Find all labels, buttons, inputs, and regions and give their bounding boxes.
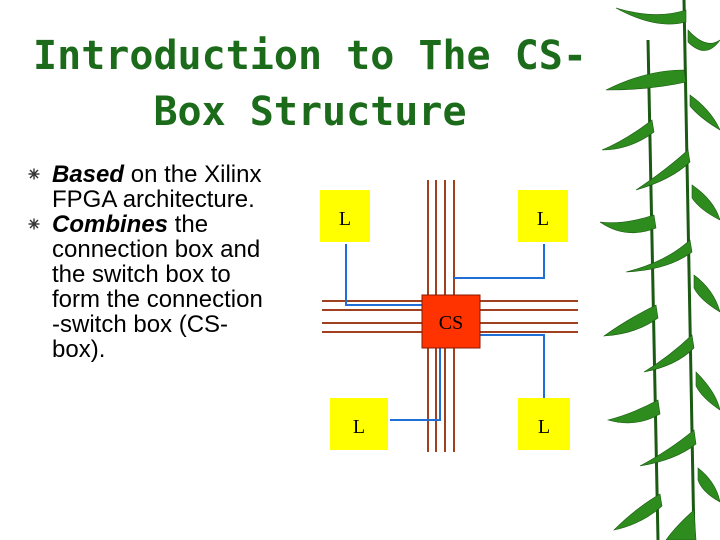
bullet-item: Combines the connection box and the swit… (28, 212, 318, 362)
bullet-text: box). (52, 336, 106, 363)
blue-wires (345, 244, 545, 421)
asterisk-bullet-icon (28, 168, 40, 180)
logic-block: L (320, 190, 370, 242)
cs-box-diagram: L L L L CS (320, 180, 578, 452)
logic-block: L (330, 398, 388, 450)
switch-box: CS (421, 294, 481, 349)
logic-block-label: L (339, 208, 351, 230)
switch-box-label: CS (439, 312, 463, 334)
bullet-list: Based on the Xilinx FPGA architecture. C… (28, 162, 318, 362)
bullet-item: Based on the Xilinx FPGA architecture. (28, 162, 318, 212)
bullet-text: the (168, 211, 209, 238)
bullet-text: connection box and (52, 236, 261, 263)
title-line-2: Box Structure (153, 89, 467, 135)
logic-block: L (518, 398, 570, 450)
asterisk-bullet-icon (28, 218, 40, 230)
bullet-bold-text: Based (52, 161, 125, 188)
bamboo-leaves-decoration (599, 0, 720, 540)
bullet-bold-text: Combines (52, 211, 169, 238)
logic-block-label: L (538, 416, 550, 438)
connection-wire (345, 244, 428, 306)
logic-block: L (518, 190, 568, 242)
title-line-1: Introduction to The CS- (33, 33, 587, 79)
connection-wire (454, 334, 545, 400)
bullet-text: form the connection (52, 286, 263, 313)
slide-title: Introduction to The CS- Box Structure (0, 28, 620, 140)
bullet-text: on the Xilinx (124, 161, 262, 188)
bullet-text: -switch box (CS- (52, 311, 229, 338)
logic-block-label: L (537, 208, 549, 230)
bullet-text: FPGA architecture. (52, 186, 255, 213)
connection-wire (454, 244, 545, 279)
bullet-text: the switch box to (52, 261, 231, 288)
connection-wire (390, 335, 441, 421)
logic-block-label: L (353, 416, 365, 438)
